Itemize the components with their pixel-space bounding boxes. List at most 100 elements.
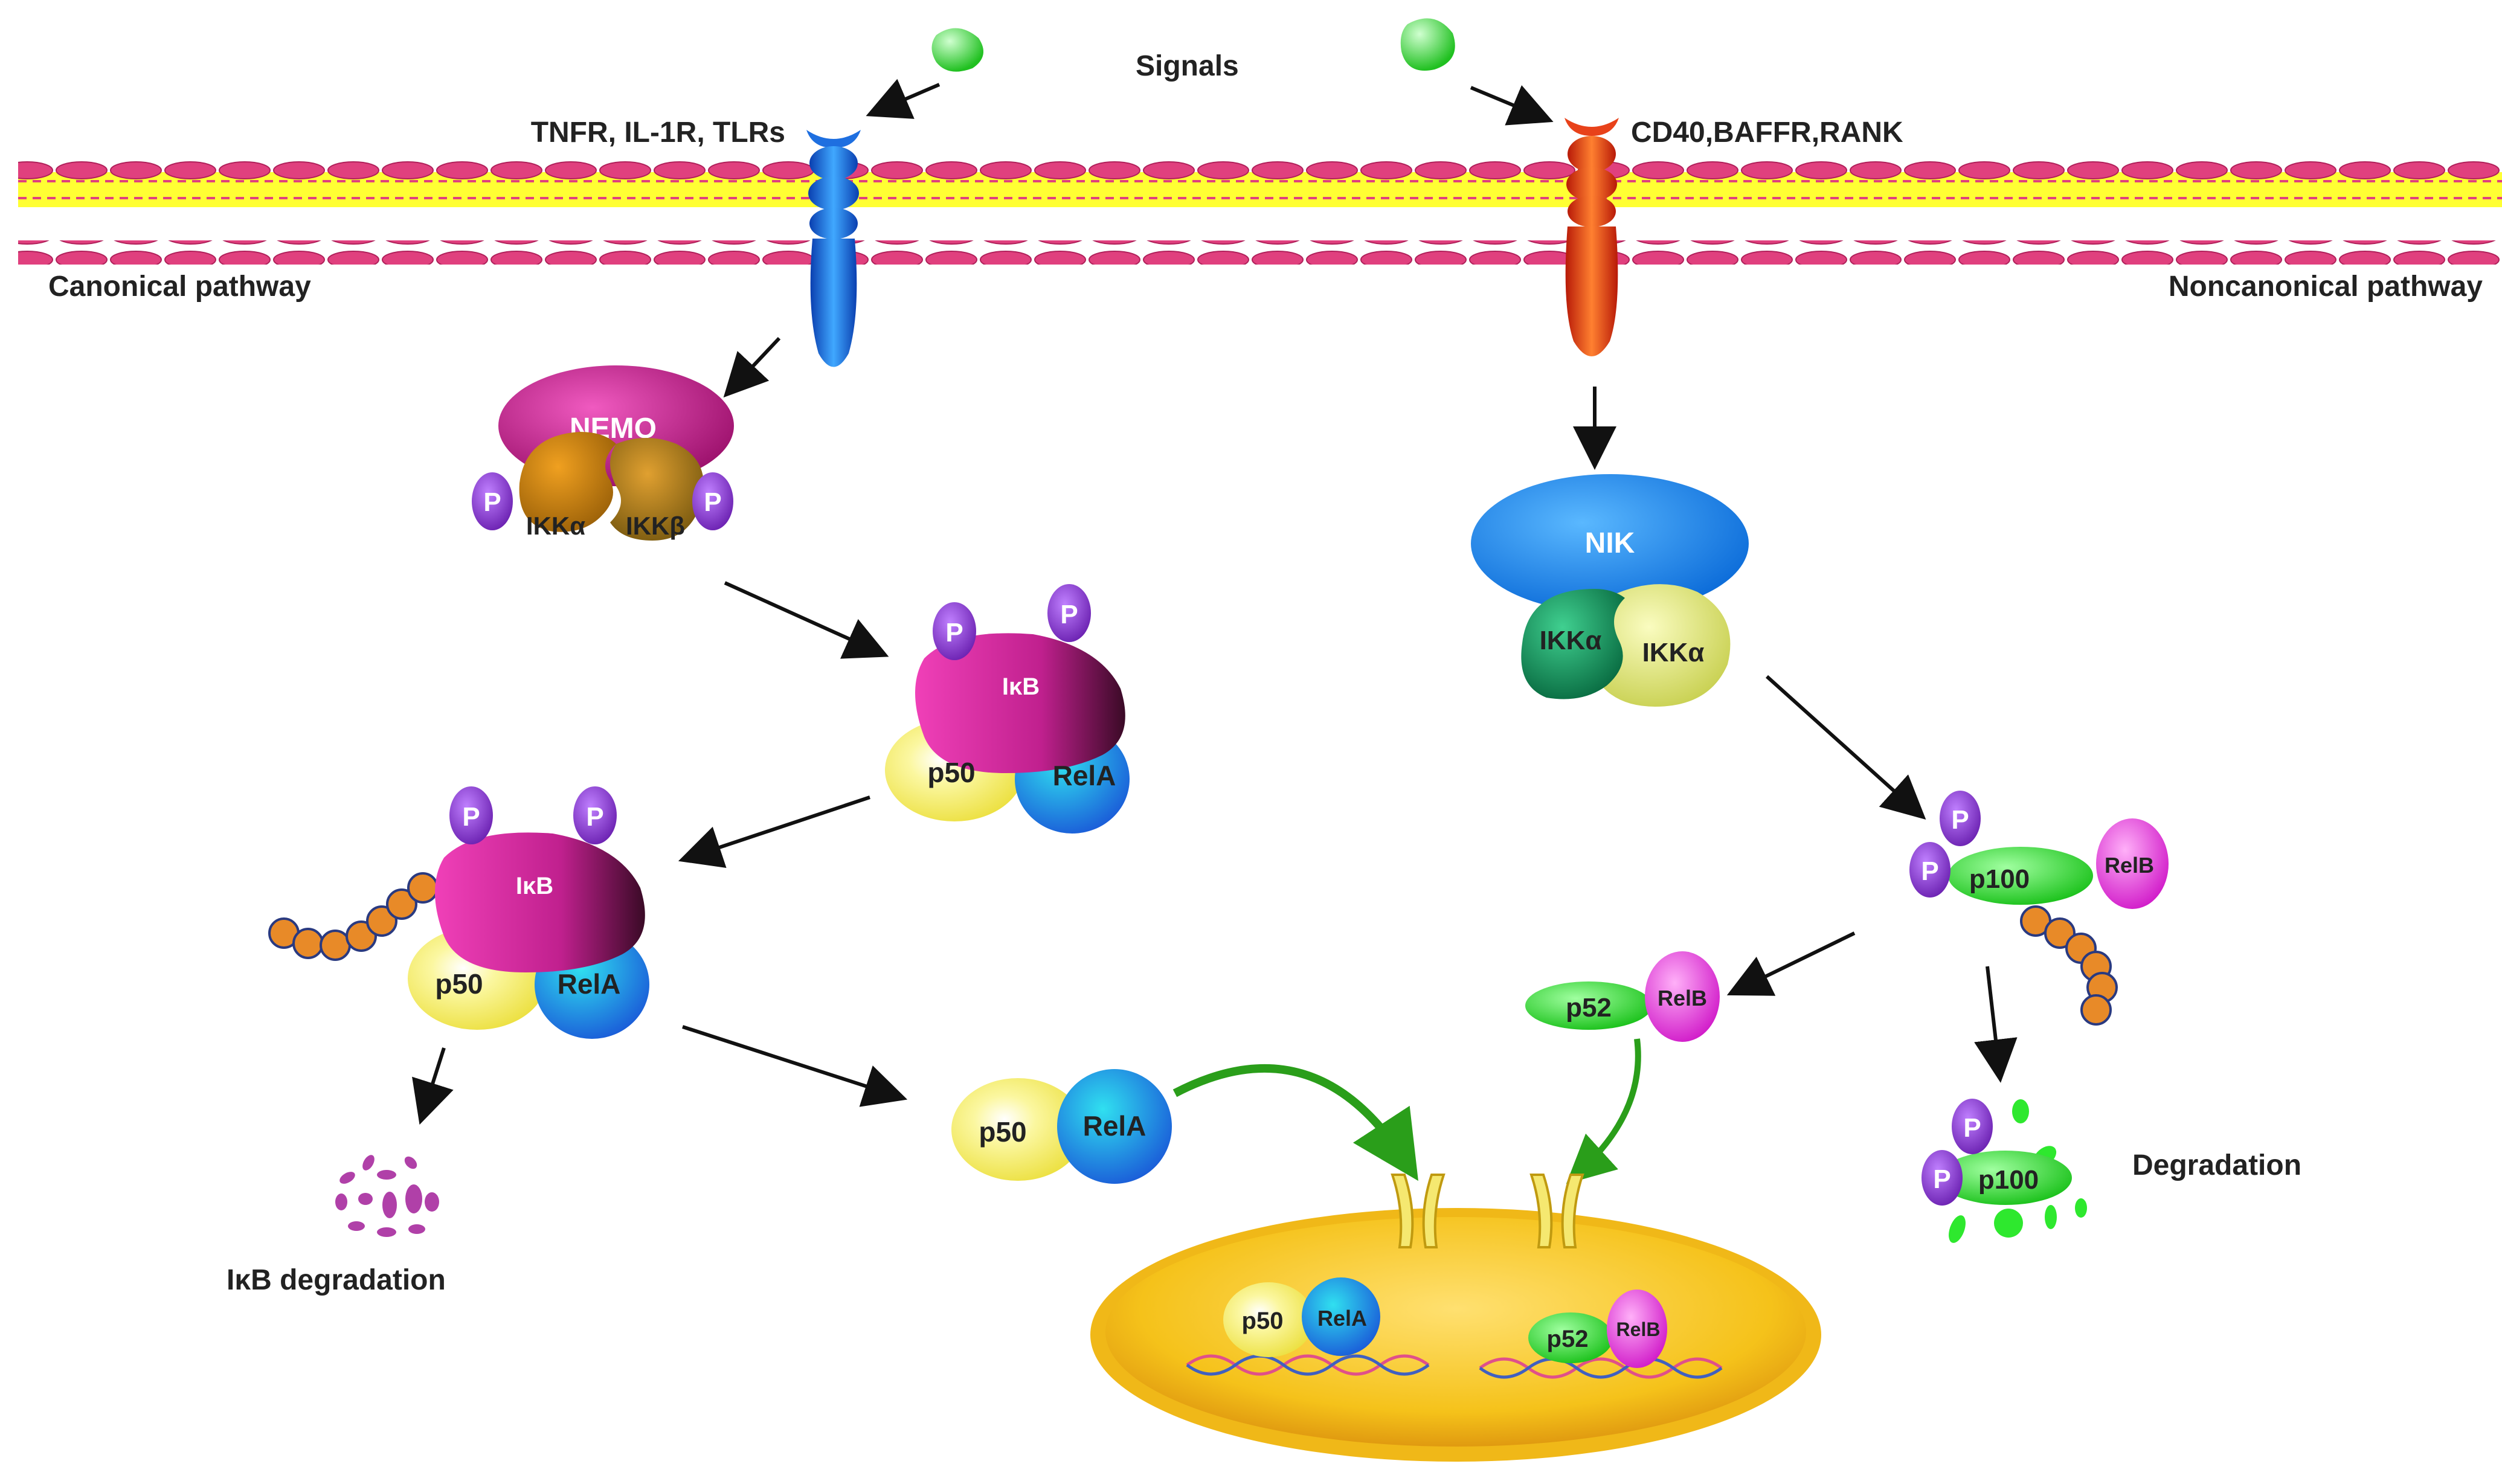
relb-p52-shape: [1645, 951, 1720, 1042]
p100-degraded-label: p100: [1978, 1165, 2039, 1195]
canonical-pathway-label: Canonical pathway: [48, 271, 311, 303]
cell-membrane: [18, 158, 2502, 265]
ikkb-label: IKKβ: [626, 512, 685, 540]
phospho-deg-top-label: P: [1963, 1113, 1981, 1143]
ikkb-shape: [610, 438, 704, 541]
free-p50-rela: p50 RelA: [951, 1069, 1172, 1184]
phospho-p100-top-label: P: [1951, 805, 1969, 835]
phospho-p100-left: [1909, 842, 1950, 898]
green-arrow-p52-relb-to-nucleus: [1566, 1038, 1641, 1184]
arrow-to-p52-relb: [1726, 931, 1856, 996]
relb-shape: [2096, 818, 2169, 909]
nuclear-p50-label: p50: [1242, 1308, 1284, 1334]
phospho-p100-top: [1940, 791, 1981, 846]
nik-shape: [1471, 474, 1749, 613]
phospho-ikk-left: [472, 472, 513, 530]
nuclear-rela-label: RelA: [1317, 1306, 1367, 1331]
ikb-shape: [915, 633, 1125, 773]
nik-label: NIK: [1585, 527, 1635, 559]
receptor-right-label: CD40,BAFFR,RANK: [1631, 117, 1903, 149]
phospho-ikk-right: [692, 472, 733, 530]
rela-ub-label: RelA: [558, 968, 621, 1000]
p52-shape: [1525, 981, 1652, 1030]
arrow-to-ikb-degradation: [412, 1047, 454, 1125]
noncanonical-pathway-label: Noncanonical pathway: [2169, 271, 2483, 303]
p52-relb: p52 RelB: [1525, 951, 1720, 1042]
phospho-ub-1: [449, 786, 493, 844]
arrow-to-p100-degradation: [1974, 966, 2018, 1083]
nuclear-p50-shape: [1223, 1282, 1314, 1357]
ikka-left-shape: [519, 432, 616, 532]
phospho-ikb-2: [1047, 584, 1091, 642]
ikb-ub-shape: [435, 832, 645, 972]
phospho-ub-1-label: P: [462, 802, 480, 832]
arrow-ikk-to-ikb: [724, 581, 889, 659]
p100-label: p100: [1969, 864, 2030, 894]
phospho-ikk-right-label: P: [704, 487, 721, 517]
green-arrow-p50-rela-to-nucleus: [1172, 1064, 1418, 1181]
signal-ligand-left: [931, 28, 983, 72]
ikb-p50-rela-complex: IκB p50 RelA P P: [885, 584, 1130, 834]
ikka-light-shape: [1595, 584, 1731, 707]
free-rela-shape: [1057, 1069, 1172, 1184]
phospho-ikb-2-label: P: [1060, 600, 1078, 629]
dna-right: [1479, 1357, 1723, 1379]
ikb-ub-label: IκB: [516, 873, 553, 899]
phospho-ikb-1-label: P: [945, 618, 963, 647]
nuclear-pore-right: [1529, 1174, 1584, 1248]
free-p50-label: p50: [979, 1116, 1026, 1148]
nuclear-relb-shape: [1607, 1290, 1667, 1368]
phospho-ub-2-label: P: [586, 802, 603, 832]
phospho-deg-left-label: P: [1933, 1164, 1950, 1194]
arrow-to-ubiquitinated-ikb: [678, 795, 870, 869]
phospho-ikb-1: [933, 602, 976, 660]
ikb-degradation-label: IκB degradation: [227, 1264, 446, 1296]
rela-label: RelA: [1053, 760, 1116, 791]
p100-relb-complex: p100 RelB P P: [1909, 791, 2169, 1026]
nuclear-p52-shape: [1528, 1312, 1613, 1363]
ikka-dark-shape: [1521, 589, 1625, 699]
ikka-light-label: IKKα: [1642, 638, 1705, 667]
ubiquitin-chain: [268, 872, 439, 961]
free-p50-shape: [951, 1078, 1084, 1181]
phospho-deg-left: [1922, 1150, 1963, 1206]
arrow-receptor-to-nemo: [723, 336, 781, 398]
arrow-signal-to-left-receptor: [866, 79, 941, 119]
receptor-left-label: TNFR, IL-1R, TLRs: [531, 117, 785, 149]
degradation-label: Degradation: [2132, 1149, 2301, 1181]
ikka-dark-label: IKKα: [1540, 626, 1602, 655]
p50-label: p50: [927, 757, 975, 788]
receptor-tnfr: [806, 130, 861, 367]
phospho-ikk-left-label: P: [483, 487, 501, 517]
phospho-p100-left-label: P: [1921, 856, 1938, 886]
nuclear-relb-label: RelB: [1616, 1319, 1661, 1340]
ikb-label: IκB: [1002, 673, 1040, 700]
arrow-ikk-to-p100: [1765, 675, 1926, 820]
nuclear-pore-left: [1391, 1174, 1446, 1248]
p50-ub-label: p50: [435, 968, 483, 1000]
phospho-ub-2: [573, 786, 617, 844]
nik-ikk-complex: NIK IKKα IKKα: [1471, 474, 1749, 707]
ikb-degradation-fragments: [335, 1155, 439, 1237]
p100-degraded-shape: [1939, 1151, 2072, 1205]
p100-shape: [1948, 847, 2093, 905]
dna-left: [1186, 1354, 1430, 1376]
receptor-cd40: [1565, 118, 1619, 356]
phospho-deg-top: [1952, 1099, 1993, 1154]
arrow-to-free-p50-rela: [682, 1025, 908, 1107]
p100-degradation: p100 P P: [1922, 1099, 2087, 1243]
nuclear-rela-shape: [1302, 1277, 1380, 1356]
ubiquitinated-ikb-complex: IκB p50 RelA P P: [268, 786, 649, 1039]
signal-ligand-right: [1400, 18, 1455, 71]
free-rela-label: RelA: [1083, 1110, 1146, 1142]
ikka-label-left: IKKα: [526, 512, 585, 540]
signals-label: Signals: [1136, 50, 1239, 82]
p52-label: p52: [1566, 993, 1612, 1023]
relb-label: RelB: [2105, 853, 2154, 878]
arrow-signal-to-right-receptor: [1470, 85, 1554, 126]
p100-ubiquitin-chain: [2020, 905, 2118, 1026]
nuclear-p52-label: p52: [1547, 1326, 1589, 1352]
nucleus: p50 RelA p52 RelB: [1090, 1174, 1821, 1462]
nemo-ikk-complex: NEMO IKKα IKKβ P P: [472, 365, 734, 541]
